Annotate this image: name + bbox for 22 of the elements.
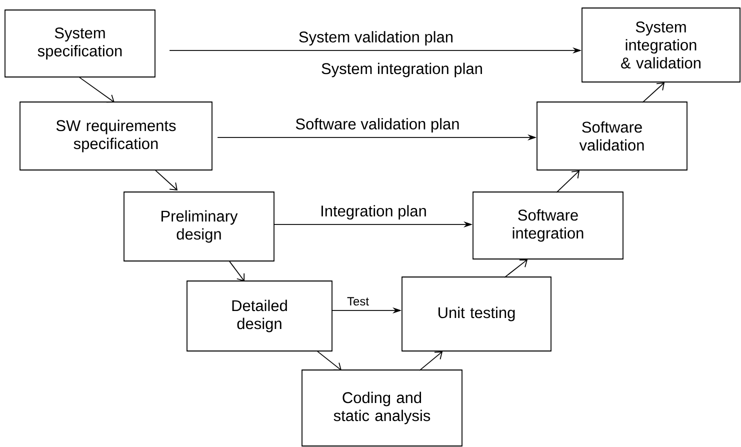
edge-label: System validation plan bbox=[297, 30, 455, 47]
arrow bbox=[504, 259, 528, 278]
arrow bbox=[317, 351, 342, 370]
arrow bbox=[556, 170, 580, 193]
process-box: System integration & validation bbox=[582, 8, 740, 82]
process-box: Detailed design bbox=[186, 280, 332, 352]
process-box: Unit testing bbox=[402, 276, 552, 352]
arrow bbox=[642, 82, 665, 103]
process-box: Preliminary design bbox=[124, 192, 274, 262]
process-box: Coding and static analysis bbox=[302, 370, 462, 446]
process-box: SW requirements specification bbox=[20, 102, 212, 170]
edge-label: Software validation plan bbox=[294, 117, 461, 134]
process-box: System specification bbox=[4, 10, 156, 78]
process-box: Software validation bbox=[536, 102, 688, 170]
arrow bbox=[229, 261, 245, 282]
arrow bbox=[155, 170, 178, 190]
arrow bbox=[79, 77, 115, 103]
edge-label: Test bbox=[346, 296, 370, 307]
arrow bbox=[419, 351, 443, 371]
plan-label: System integration plan bbox=[322, 62, 482, 78]
process-box: Software integration bbox=[472, 192, 624, 260]
edge-label: Integration plan bbox=[319, 204, 428, 221]
